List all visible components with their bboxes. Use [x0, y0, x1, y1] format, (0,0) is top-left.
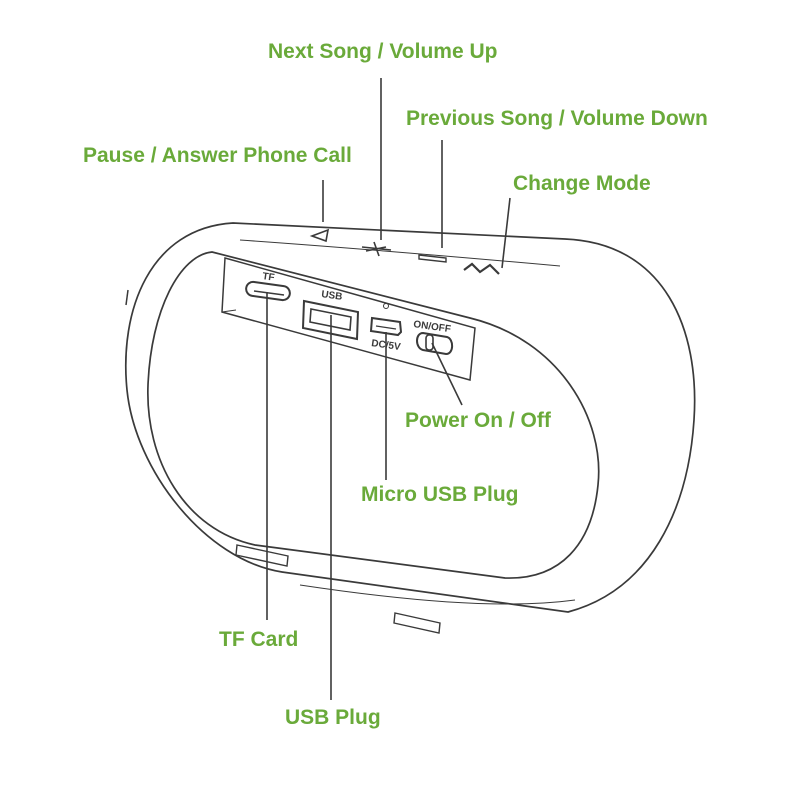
callout-previous-song: Previous Song / Volume Down	[406, 107, 708, 130]
callout-next-song: Next Song / Volume Up	[268, 40, 498, 63]
panel-label-usb: USB	[321, 289, 343, 303]
lower-rim-line	[299, 584, 576, 605]
minus-icon	[418, 254, 447, 263]
foot-left	[235, 544, 289, 567]
tf-slot-inner	[253, 290, 285, 296]
play-triangle-icon	[309, 228, 330, 243]
power-switch-knob	[425, 334, 434, 351]
callout-power: Power On / Off	[405, 409, 551, 432]
indicator-led	[383, 303, 389, 309]
panel-label-on-off: ON/OFF	[413, 319, 452, 335]
panel-label-tf: TF	[262, 271, 276, 284]
speaker-front-face	[147, 251, 600, 579]
foot-right	[393, 612, 441, 634]
leader-power	[431, 342, 463, 406]
top-rim-line	[239, 239, 561, 267]
leader-change-mode	[501, 197, 511, 269]
micro-usb-inner	[375, 325, 397, 330]
plus-icon	[361, 241, 392, 257]
callout-tf-card: TF Card	[219, 628, 299, 651]
mode-m-icon	[463, 262, 500, 275]
micro-usb-port	[369, 316, 403, 337]
callout-pause: Pause / Answer Phone Call	[83, 144, 352, 167]
callout-micro-usb: Micro USB Plug	[361, 483, 519, 506]
port-panel-edge	[221, 309, 237, 313]
callout-usb-plug: USB Plug	[285, 706, 381, 729]
callout-change-mode: Change Mode	[513, 172, 651, 195]
side-slit	[125, 289, 129, 306]
